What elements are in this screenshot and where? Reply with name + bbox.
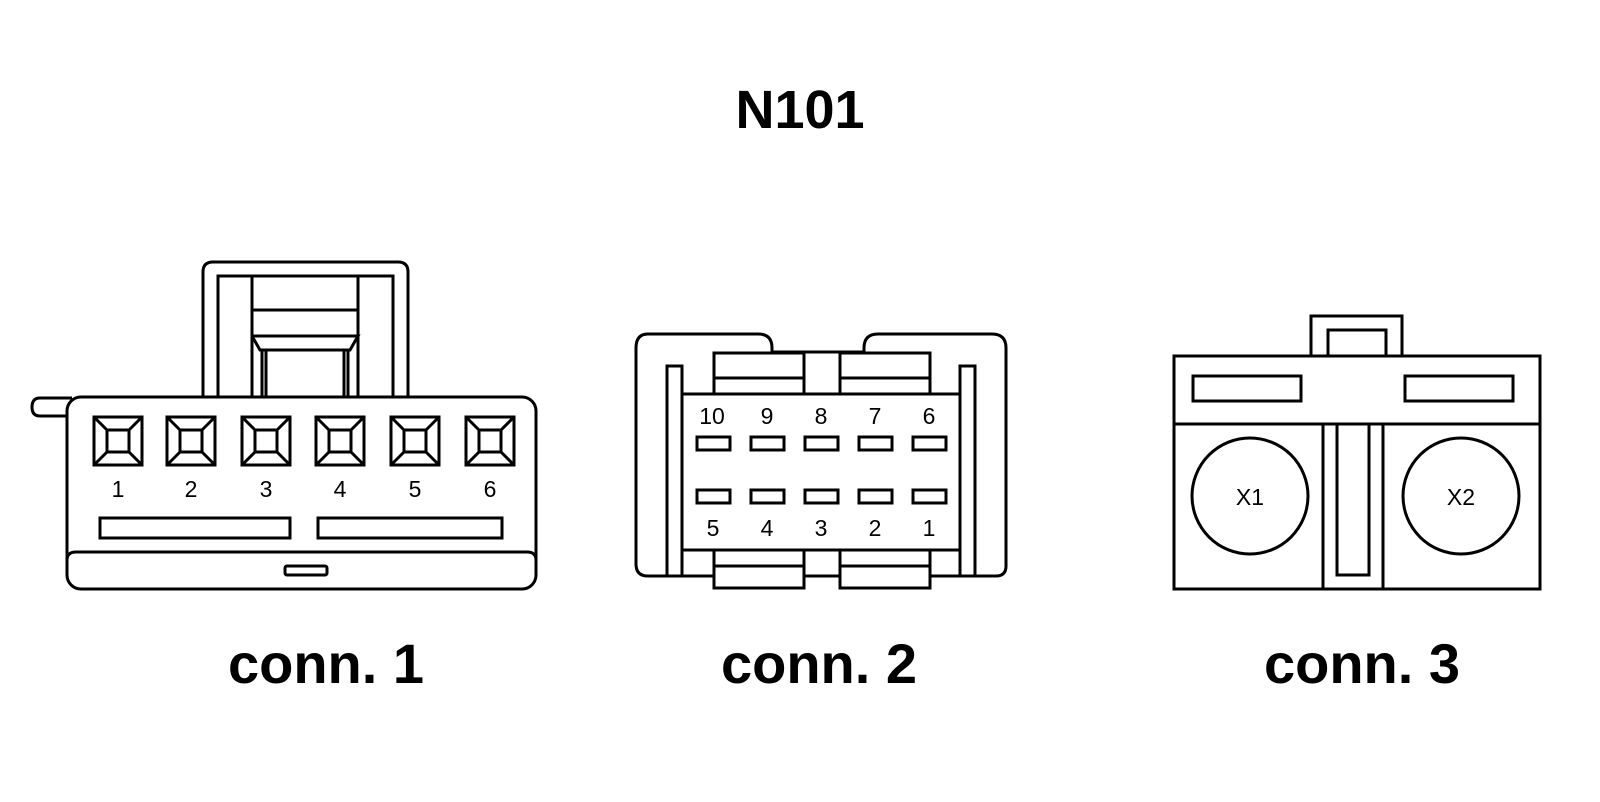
pin-slot <box>695 488 732 505</box>
pin-slot <box>803 488 840 505</box>
connector-2-latch <box>712 351 806 396</box>
connector-2-latch <box>838 351 932 396</box>
terminal-label: X1 <box>1236 484 1264 510</box>
pin-cavity <box>389 415 441 467</box>
connector-1-label: conn. 1 <box>228 632 424 695</box>
pin-label: 10 <box>699 403 725 429</box>
pin-slot <box>911 488 948 505</box>
pin-cavity <box>92 415 144 467</box>
pin-label: 2 <box>869 515 882 541</box>
terminal-x2 <box>1401 436 1521 556</box>
pin-label: 4 <box>761 515 774 541</box>
pin-label: 4 <box>334 476 347 502</box>
pin-slot <box>911 435 948 452</box>
pin-label: 2 <box>185 476 198 502</box>
connector-2-latch <box>838 548 932 590</box>
diagram-title: N101 <box>735 80 864 140</box>
connector-3-label: conn. 3 <box>1264 632 1460 695</box>
pin-label: 6 <box>484 476 497 502</box>
pin-slot <box>749 435 786 452</box>
pin-label: 3 <box>260 476 273 502</box>
connector-2-latch <box>712 548 806 590</box>
pin-label: 6 <box>923 403 936 429</box>
connector-2-label: conn. 2 <box>721 632 917 695</box>
pin-slot <box>749 488 786 505</box>
terminal-label: X2 <box>1447 484 1475 510</box>
connector-1-slot <box>98 516 292 540</box>
connector-1: 1 2 3 4 5 6 conn. 1 <box>30 260 538 695</box>
connector-1-latch <box>201 260 410 400</box>
pin-label: 9 <box>761 403 774 429</box>
pin-cavity <box>240 415 292 467</box>
pin-cavity <box>314 415 366 467</box>
pin-label: 8 <box>815 403 828 429</box>
connector-3-slot <box>1403 374 1515 403</box>
pin-cavity <box>165 415 217 467</box>
connector-1-pin-cavities <box>92 415 516 467</box>
pin-label: 1 <box>112 476 125 502</box>
connector-3-slot <box>1191 374 1303 403</box>
pin-label: 3 <box>815 515 828 541</box>
pin-slot <box>857 488 894 505</box>
pin-slot <box>857 435 894 452</box>
connector-1-slot <box>316 516 504 540</box>
pin-label: 7 <box>869 403 882 429</box>
connector-2: 10 9 8 7 6 5 4 3 2 1 conn. 2 <box>634 332 1008 695</box>
terminal-x1 <box>1190 436 1310 556</box>
connector-3: X1 X2 conn. 3 <box>1172 314 1542 695</box>
pin-label: 5 <box>409 476 422 502</box>
pin-slot <box>695 435 732 452</box>
connector-3-tab <box>1309 314 1404 360</box>
pin-slot <box>803 435 840 452</box>
pin-label: 1 <box>923 515 936 541</box>
pin-label: 5 <box>707 515 720 541</box>
connector-1-side-tab <box>30 396 72 418</box>
pin-cavity <box>464 415 516 467</box>
